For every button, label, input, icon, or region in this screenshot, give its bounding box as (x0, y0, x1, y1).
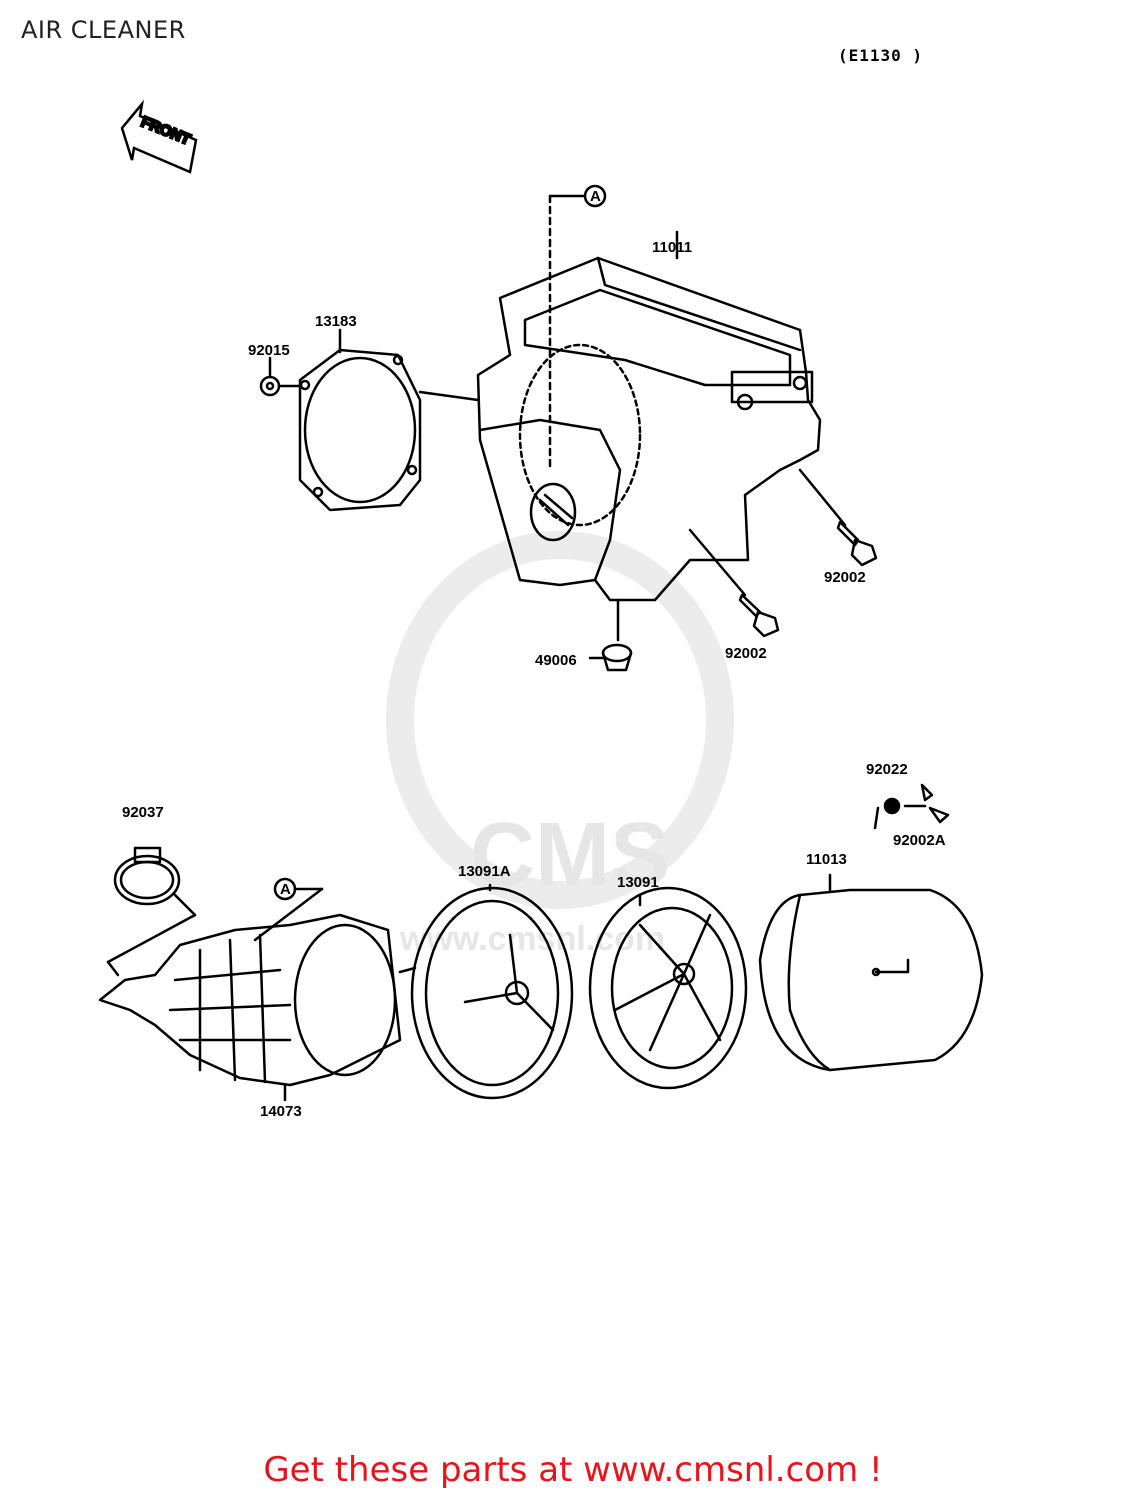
part-label-92002-lower: 92002 (725, 645, 767, 662)
watermark: CMS www.cmsnl.com (386, 531, 734, 958)
part-label-92002A: 92002A (893, 832, 946, 849)
bolt-92002-upper (798, 468, 878, 567)
reference-marker-top: A (548, 184, 607, 472)
diagram-code: (E1130 ) (838, 46, 924, 65)
intake-duct (98, 913, 402, 1102)
part-label-13091: 13091 (617, 874, 659, 891)
front-arrow-label: FRONT (138, 113, 192, 148)
hose-clamp (106, 846, 197, 977)
part-label-11011: 11011 (652, 239, 692, 256)
part-label-92015: 92015 (248, 342, 290, 359)
part-label-13091A: 13091A (458, 863, 511, 880)
backing-plate (398, 883, 574, 1100)
page-title: AIR CLEANER (21, 16, 186, 44)
filter-element (758, 873, 984, 1072)
part-label-13183: 13183 (315, 313, 357, 330)
part-label-49006: 49006 (535, 652, 577, 669)
watermark-url: www.cmsnl.com (399, 920, 665, 958)
part-label-14073: 14073 (260, 1103, 302, 1120)
air-box-housing (476, 256, 822, 602)
front-arrow: FRONT (120, 99, 198, 174)
damper-49006 (588, 598, 633, 672)
gasket (298, 348, 480, 512)
part-label-11013: 11013 (806, 851, 847, 868)
filter-cage (588, 886, 748, 1090)
washer-and-wing-nut (873, 783, 950, 830)
bolt-92002-lower (688, 528, 780, 638)
reference-marker-bottom: A (253, 877, 324, 942)
part-label-92037: 92037 (122, 804, 164, 821)
part-label-92002-upper: 92002 (824, 569, 866, 586)
part-label-92022: 92022 (866, 761, 908, 778)
nut-92015 (259, 375, 302, 397)
reference-marker-bottom-label: A (280, 881, 291, 898)
exploded-parts-diagram: CMS www.cmsnl.com FRONT A (98, 99, 984, 1120)
reference-marker-top-label: A (590, 188, 601, 205)
footer-cta[interactable]: Get these parts at www.cmsnl.com ! (263, 1450, 883, 1490)
